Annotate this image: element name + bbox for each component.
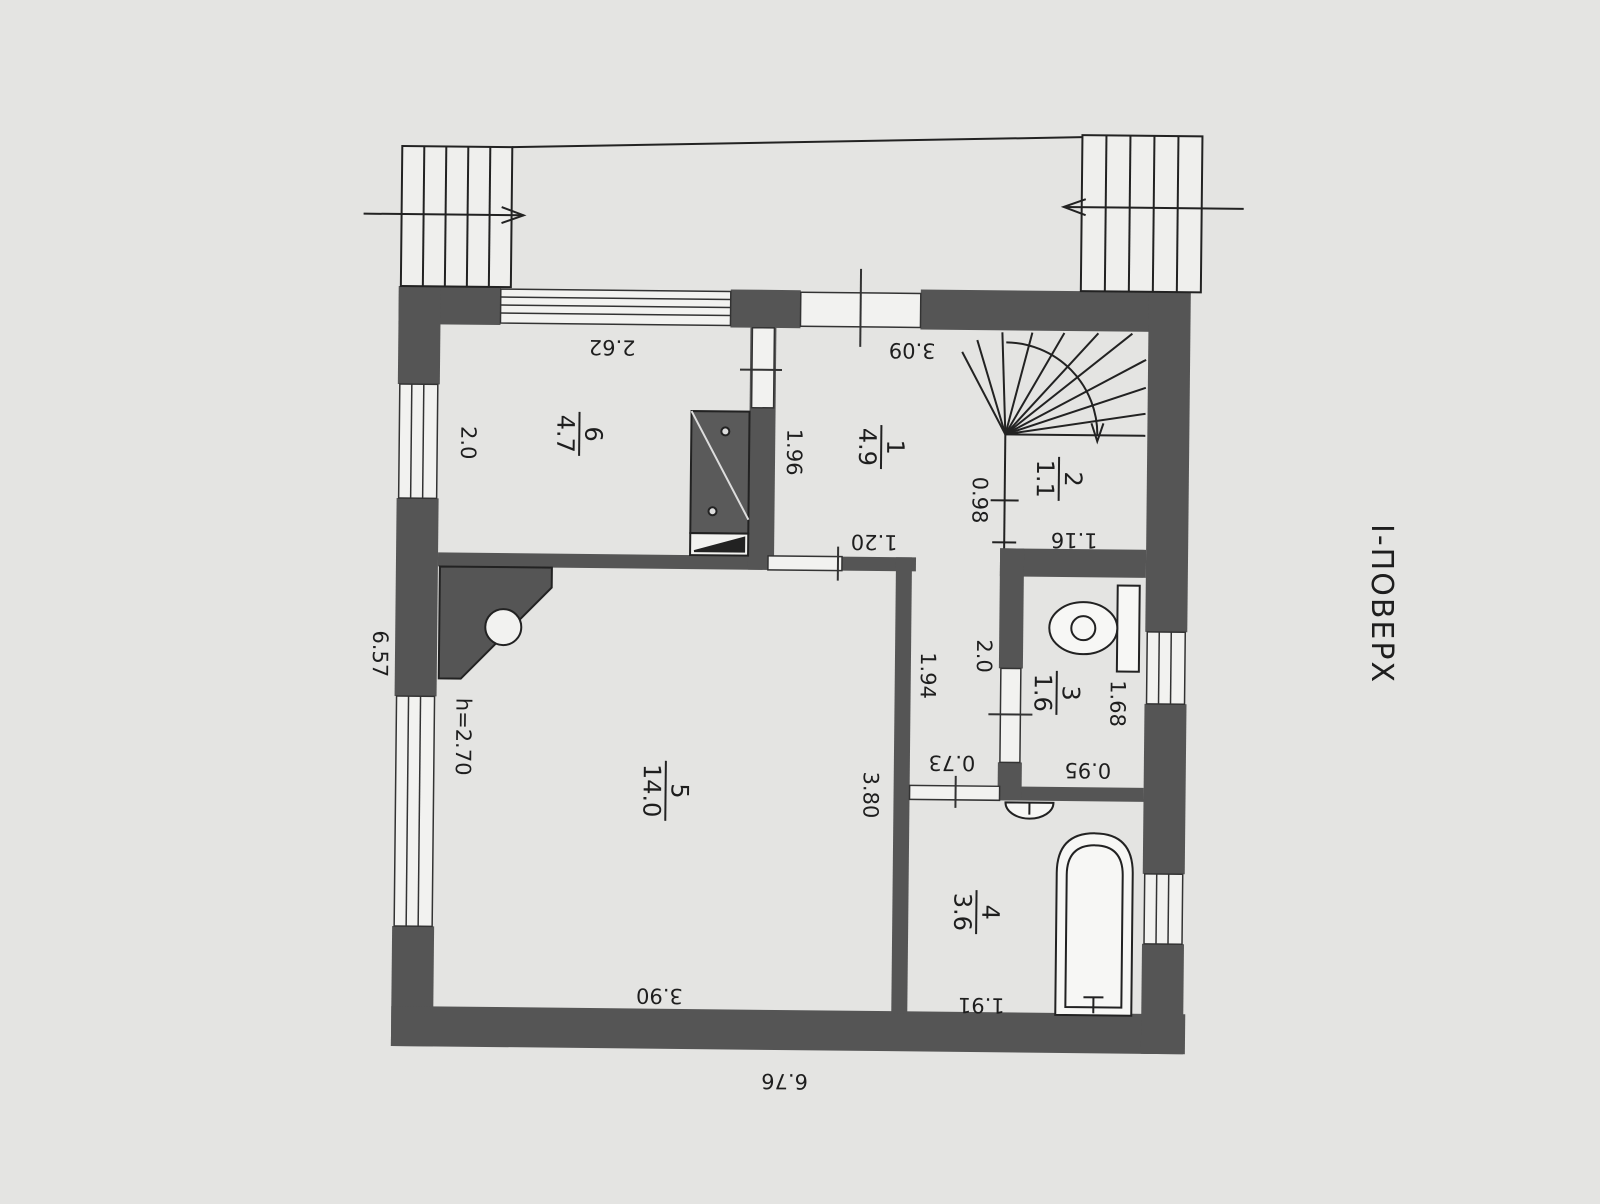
porch-right (511, 129, 1245, 293)
dim-0-95: 0.95 (1064, 758, 1111, 782)
bathtub-icon (1055, 833, 1133, 1016)
wall-left-2 (395, 498, 439, 696)
plan-group: 2.62 3.09 2.0 1.96 0.98 1.20 1.16 2.0 1.… (354, 128, 1244, 1098)
dim-3-09: 3.09 (889, 338, 936, 362)
dim-6-57: 6.57 (368, 630, 392, 677)
dim-2-0-left: 2.0 (456, 426, 480, 460)
room-5-label: 5 14.0 (637, 761, 694, 822)
ceiling-height: h=2.70 (451, 698, 476, 776)
room-3-number: 3 (1057, 685, 1085, 701)
toilet-icon (1049, 585, 1140, 672)
room-3-label: 3 1.6 (1028, 671, 1084, 716)
window-left-lower (394, 696, 434, 926)
dim-6-76: 6.76 (761, 1069, 808, 1093)
window-right-lower (1144, 874, 1183, 944)
room-6-label: 6 4.7 (551, 412, 607, 457)
door-room-5 (768, 556, 842, 571)
window-right-upper (1147, 632, 1186, 704)
dim-1-96: 1.96 (782, 429, 806, 476)
porch-left (363, 146, 524, 288)
window-left-upper (399, 384, 438, 498)
room-5-number: 5 (665, 783, 693, 799)
wall-right-2 (1143, 704, 1187, 874)
room-1-label: 1 4.9 (853, 425, 909, 470)
door-room-6 (752, 328, 775, 408)
partition-wc-left-lower (997, 762, 1021, 800)
corner-stove (439, 566, 552, 679)
dim-1-94: 1.94 (916, 652, 940, 699)
dim-0-73: 0.73 (928, 751, 975, 775)
room-2-label: 2 1.1 (1031, 457, 1087, 502)
room-2-number: 2 (1059, 471, 1087, 487)
floor-title: І-ПОВЕРХ (1364, 524, 1399, 684)
room-3-area: 1.6 (1028, 674, 1056, 712)
dim-2-0-mid: 2.0 (972, 639, 996, 673)
dim-1-20: 1.20 (851, 530, 898, 554)
dim-0-98: 0.98 (967, 477, 991, 524)
dim-3-90: 3.90 (636, 984, 683, 1008)
dim-1-16: 1.16 (1051, 528, 1098, 552)
room-1-number: 1 (881, 439, 909, 455)
room-4-number: 4 (976, 904, 1004, 920)
room-1-area: 4.9 (853, 428, 881, 466)
boiler-cabinet (690, 411, 750, 556)
wall-right-1 (1145, 292, 1191, 632)
wall-right-3 (1141, 944, 1184, 1054)
wall-top-right (920, 289, 1152, 331)
room-6-area: 4.7 (551, 415, 579, 453)
dim-2-62: 2.62 (589, 335, 636, 359)
partition-wc-left (999, 548, 1024, 668)
room-4-label: 4 3.6 (948, 890, 1004, 935)
dim-3-80: 3.80 (858, 771, 882, 818)
wall-top-mid (730, 289, 800, 328)
sink-icon (1005, 802, 1053, 819)
dim-1-68: 1.68 (1105, 680, 1129, 727)
dim-1-91: 1.91 (958, 993, 1005, 1017)
wall-left-1 (398, 286, 441, 384)
room-6-number: 6 (579, 426, 607, 442)
room-2-area: 1.1 (1031, 460, 1059, 498)
room-5-area: 14.0 (637, 764, 666, 818)
room-4-area: 3.6 (948, 893, 976, 931)
